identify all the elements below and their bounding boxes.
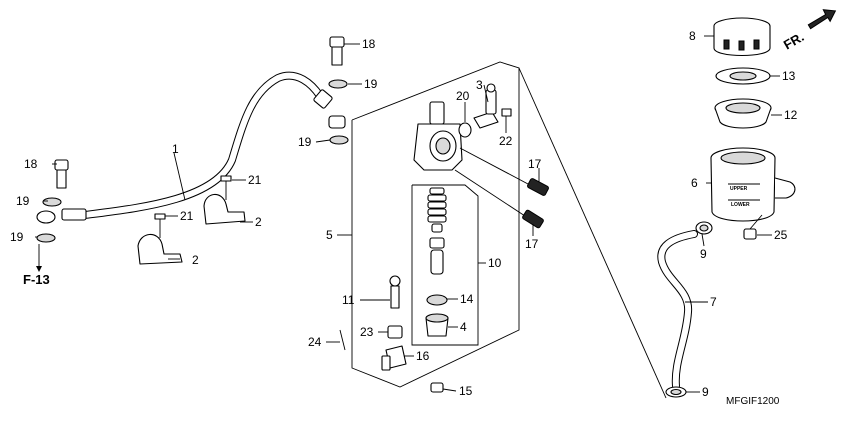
washer-left-lower-drawing <box>36 233 56 243</box>
callout-14: 14 <box>460 292 474 306</box>
reference-code: MFGIF1200 <box>726 396 780 407</box>
callout-23: 23 <box>360 325 374 339</box>
brake-pipe-drawing <box>36 71 333 224</box>
direction-label: FR. <box>781 29 807 52</box>
callout-12: 12 <box>784 108 798 122</box>
diaphragm-drawing <box>714 98 772 129</box>
callout-2b: 2 <box>255 215 262 229</box>
callout-24: 24 <box>308 335 322 349</box>
section-ref: F-13 <box>23 244 50 287</box>
push-rod-drawing <box>389 275 401 309</box>
callout-25: 25 <box>774 228 788 242</box>
mounting-bolt-upper-drawing <box>459 147 549 196</box>
callout-21a: 21 <box>248 173 262 187</box>
callout-6: 6 <box>691 176 698 190</box>
master-cylinder-body-drawing <box>413 101 463 171</box>
callout-19d: 19 <box>10 230 24 244</box>
callout-8: 8 <box>689 29 696 43</box>
reservoir-bolt-drawing <box>743 214 763 240</box>
hose-clip-upper-drawing <box>695 221 713 235</box>
reservoir-hose-drawing <box>657 230 698 390</box>
lock-nut-drawing <box>387 325 403 339</box>
callout-18b: 18 <box>24 157 38 171</box>
pipe-clamp-lower-drawing <box>137 233 183 265</box>
callout-18a: 18 <box>362 37 376 51</box>
washer-mid-drawing <box>328 115 346 129</box>
clamp-screw-left-drawing <box>154 213 166 238</box>
callout-3: 3 <box>476 78 483 92</box>
spring-drawing <box>427 187 447 233</box>
callout-10: 10 <box>488 256 502 270</box>
clevis-pin-drawing <box>430 382 444 393</box>
piston-set-frame <box>411 184 479 346</box>
callout-19a: 19 <box>364 77 378 91</box>
callout-13: 13 <box>782 69 796 83</box>
section-ref-label: F-13 <box>23 272 50 287</box>
diaphragm-plate-drawing <box>715 67 771 85</box>
callout-labels: 1 2 2 3 4 5 6 7 8 9 9 10 11 12 13 14 15 … <box>10 29 798 399</box>
callout-9a: 9 <box>700 247 707 261</box>
callout-17a: 17 <box>528 157 542 171</box>
reservoir-cap-drawing <box>713 17 771 56</box>
oil-bolt-left-drawing <box>54 159 69 189</box>
callout-7: 7 <box>710 295 717 309</box>
callout-19c: 19 <box>16 194 30 208</box>
callout-21b: 21 <box>180 209 194 223</box>
upper-mark: UPPER <box>730 186 748 192</box>
callout-16: 16 <box>416 349 430 363</box>
clamp-screw-right-drawing <box>220 175 232 200</box>
clevis-drawing <box>381 345 407 371</box>
joint-screw-drawing <box>501 108 512 126</box>
leader-lines <box>35 35 782 393</box>
piston-boot-drawing <box>425 313 449 337</box>
front-direction-arrow: FR. <box>781 9 837 53</box>
washer-top-drawing <box>328 79 348 89</box>
o-ring-drawing <box>458 122 472 138</box>
callout-11: 11 <box>342 293 355 307</box>
callout-4: 4 <box>460 320 467 334</box>
callout-1: 1 <box>172 142 179 156</box>
lower-mark: LOWER <box>731 202 750 208</box>
washer-right-drawing <box>329 135 349 145</box>
callout-17b: 17 <box>525 237 539 251</box>
callout-22: 22 <box>499 134 513 148</box>
mounting-bolt-lower-drawing <box>454 169 544 229</box>
callout-19b: 19 <box>298 135 312 149</box>
hose-route-line <box>518 67 667 399</box>
oil-bolt-top-drawing <box>329 36 345 66</box>
assembly-outline <box>351 61 520 388</box>
callout-5: 5 <box>326 228 333 242</box>
callout-20: 20 <box>456 89 470 103</box>
piston-drawing <box>429 237 445 275</box>
callout-15: 15 <box>459 384 473 398</box>
cotter-pin-drawing <box>339 329 346 351</box>
hose-joint-drawing <box>473 83 499 129</box>
washer-left-upper-drawing <box>42 197 62 207</box>
pipe-clamp-upper-drawing <box>203 193 246 225</box>
circlip-drawing <box>426 294 448 306</box>
reservoir-tank-drawing: UPPER LOWER <box>710 147 796 222</box>
callout-2a: 2 <box>192 253 199 267</box>
callout-9b: 9 <box>702 385 709 399</box>
hose-clip-lower-drawing <box>665 386 687 398</box>
